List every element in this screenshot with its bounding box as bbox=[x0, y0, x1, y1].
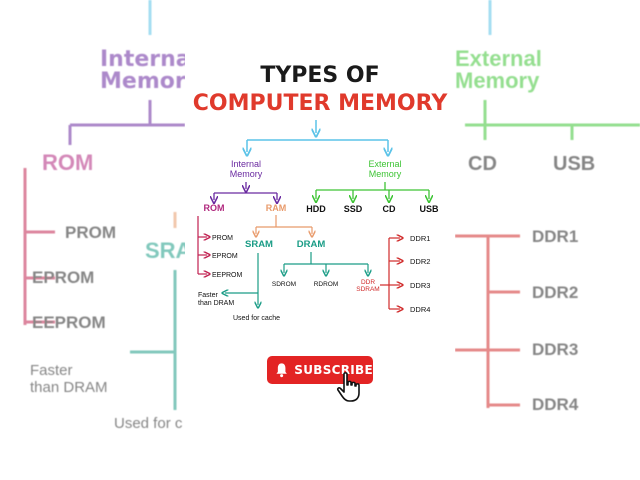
dram-child-sdrom: SDROM bbox=[272, 281, 296, 288]
bg-left-internal-l2: Memory bbox=[100, 69, 200, 94]
hand-pointer-icon bbox=[336, 372, 360, 402]
root-connector bbox=[247, 120, 388, 152]
bg-right-ddr-2: DDR3 bbox=[532, 340, 578, 359]
bg-left-rom: ROM bbox=[42, 150, 93, 175]
bg-right-item-0: CD bbox=[468, 153, 497, 175]
dram-child-rdrom: RDROM bbox=[314, 281, 339, 288]
content-card bbox=[185, 0, 455, 480]
bg-left-note1-l2: than DRAM bbox=[30, 379, 108, 396]
ram-connector bbox=[256, 215, 312, 234]
bg-left-item-2: EEPROM bbox=[32, 313, 106, 332]
rom-child-eprom: EPROM bbox=[212, 253, 238, 260]
ddr-child-2: DDR2 bbox=[410, 257, 430, 266]
bg-right-external-l2: Memory bbox=[455, 68, 540, 93]
dram-child-ddr-l1: DDR bbox=[361, 279, 375, 286]
bg-right-ddr-1: DDR2 bbox=[532, 283, 578, 302]
bg-left-item-1: EPROM bbox=[32, 268, 94, 287]
bg-left-internal-l1: Internal bbox=[100, 47, 198, 72]
bg-left-item-0: PROM bbox=[65, 223, 116, 242]
external-item-usb: USB bbox=[419, 204, 439, 214]
dram-label: DRAM bbox=[297, 239, 326, 250]
subscribe-label: SUBSCRIBE bbox=[294, 363, 373, 377]
rom-child-prom: PROM bbox=[212, 235, 233, 242]
bg-right-external-l1: External bbox=[455, 46, 542, 71]
subscribe-button[interactable]: SUBSCRIBE bbox=[267, 356, 373, 384]
bg-right-ddr-3: DDR4 bbox=[532, 395, 579, 414]
dram-connector bbox=[284, 252, 368, 273]
ddr-child-1: DDR1 bbox=[410, 234, 430, 243]
sram-label: SRAM bbox=[245, 239, 273, 250]
external-item-hdd: HDD bbox=[306, 204, 326, 214]
bg-left-note1-l1: Faster bbox=[30, 362, 73, 379]
external-item-ssd: SSD bbox=[344, 204, 363, 214]
ram-label: RAM bbox=[266, 203, 287, 213]
ddr-child-4: DDR4 bbox=[410, 305, 430, 314]
sram-note-faster-l1: Faster bbox=[198, 292, 219, 299]
bg-right-item-1: USB bbox=[553, 153, 595, 175]
sram-note-cache: Used for cache bbox=[233, 315, 280, 322]
external-connector bbox=[316, 182, 429, 199]
dram-child-ddr-l2: SDRAM bbox=[356, 286, 379, 293]
rom-label: ROM bbox=[204, 203, 225, 213]
ddr-child-3: DDR3 bbox=[410, 281, 430, 290]
title-line1: TYPES OF bbox=[260, 63, 379, 88]
external-memory-l1: External bbox=[368, 159, 401, 169]
rom-child-eeprom: EEPROM bbox=[212, 272, 243, 279]
bg-left-sram: SRA bbox=[145, 238, 192, 263]
internal-connector bbox=[214, 182, 277, 200]
external-item-cd: CD bbox=[383, 204, 396, 214]
sram-note-faster-l2: than DRAM bbox=[198, 300, 234, 307]
bg-right-ddr-0: DDR1 bbox=[532, 227, 578, 246]
internal-memory-l2: Memory bbox=[230, 169, 263, 179]
ddr-connector bbox=[380, 238, 400, 309]
bell-icon bbox=[276, 363, 287, 378]
rom-connector bbox=[197, 216, 207, 274]
bg-left-note2: Used for c bbox=[114, 415, 183, 432]
internal-memory-l1: Internal bbox=[231, 159, 261, 169]
title-line2: COMPUTER MEMORY bbox=[193, 91, 449, 116]
external-memory-l2: Memory bbox=[369, 169, 402, 179]
sram-connector bbox=[225, 253, 258, 305]
